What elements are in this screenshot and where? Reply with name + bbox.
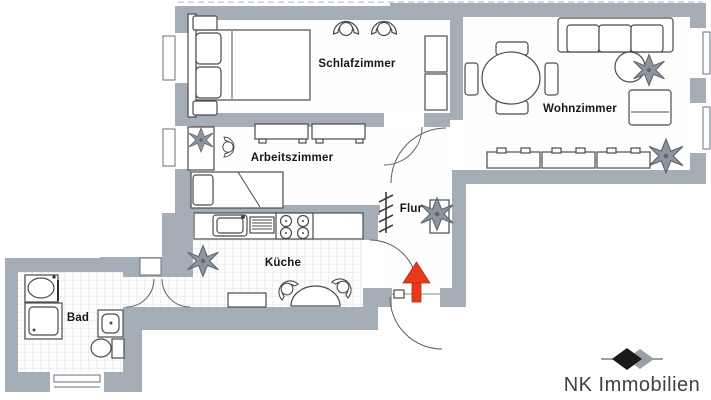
bad: Bad — [24, 274, 125, 359]
window-sill — [53, 374, 101, 383]
shelf — [254, 123, 366, 144]
coat-rack-icon — [378, 192, 394, 233]
logo-diamond-icon — [612, 348, 642, 370]
room-label-flur: Flur — [400, 203, 423, 215]
sofa — [557, 17, 674, 53]
windows-and-doorgaps — [50, 28, 711, 392]
sideboard — [486, 147, 651, 169]
dish-drainer — [249, 216, 275, 234]
window-sill — [162, 35, 176, 81]
wall-niche — [139, 257, 162, 276]
armchair — [628, 89, 672, 126]
toilet — [90, 338, 125, 359]
room-label-bad: Bad — [67, 312, 89, 324]
wohnzimmer: Wohnzimmer — [464, 17, 684, 174]
door-gap-schlafzimmer — [384, 113, 424, 127]
kueche: Küche — [187, 212, 364, 308]
arbeitszimmer: Arbeitszimmer — [187, 123, 366, 209]
radiator — [227, 292, 267, 308]
company-logo: NK Immobilien — [564, 348, 701, 396]
sink — [212, 214, 248, 237]
window-wohnzimmer-1 — [690, 28, 706, 78]
wardrobe — [424, 35, 448, 111]
schlafzimmer: Schlafzimmer — [187, 13, 448, 118]
door-arc-entrance — [389, 296, 443, 350]
entrance-arrow-icon — [402, 261, 431, 303]
window-sill — [162, 128, 176, 167]
window-schlafzimmer — [175, 33, 191, 83]
door-hardware — [393, 289, 405, 299]
room-label-wohnzimmer: Wohnzimmer — [543, 103, 617, 115]
flur: Flur — [378, 192, 454, 234]
window-arbeitszimmer — [175, 126, 191, 169]
company-name: NK Immobilien — [564, 374, 701, 396]
door-arc-wohnzimmer — [390, 127, 447, 184]
dining-table-group — [464, 41, 559, 115]
washbasin — [24, 274, 59, 303]
double-bed — [187, 13, 311, 118]
window-sill — [702, 31, 711, 75]
room-label-kueche: Küche — [265, 257, 301, 269]
single-bed — [190, 171, 284, 209]
floor-corridor — [123, 277, 193, 307]
door-gap-wohnzimmer — [450, 120, 466, 170]
window-wohnzimmer-2 — [690, 103, 706, 153]
stove — [275, 212, 314, 240]
room-label-arbeitszimmer: Arbeitszimmer — [251, 152, 334, 164]
shower — [24, 302, 63, 340]
window-sill — [702, 106, 711, 150]
door-arc-corridor — [161, 278, 191, 308]
door-gap-kueche — [363, 240, 378, 288]
dining-table — [481, 51, 541, 105]
door-arc-bad — [125, 278, 155, 308]
washing-machine — [97, 309, 124, 338]
kitchen-table — [290, 285, 341, 307]
room-label-schlafzimmer: Schlafzimmer — [318, 58, 396, 70]
